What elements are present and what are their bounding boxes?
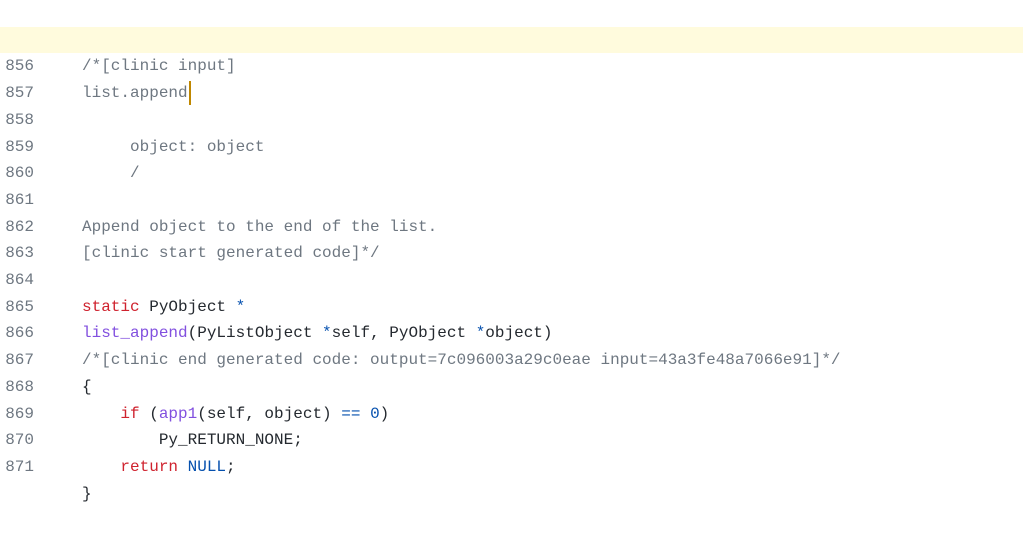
code-text: static PyObject * [82, 294, 245, 321]
code-line-current[interactable]: 856 list.append [0, 26, 1023, 105]
keyword-token: return [120, 457, 179, 476]
code-text: / [82, 164, 140, 183]
code-line[interactable]: 863 [0, 214, 1023, 262]
code-text: Append object to the end of the list. [82, 217, 438, 236]
line-number: 869 [5, 404, 34, 423]
line-number: 861 [5, 190, 34, 209]
line-number: 864 [5, 271, 34, 289]
code-text: object: object [82, 137, 265, 156]
function-token: app1 [158, 404, 198, 423]
line-number: 871 [5, 457, 34, 476]
type-token: PyObject [149, 297, 227, 316]
code-line[interactable]: 861 Append object to the end of the list… [0, 160, 1023, 236]
line-number: 865 [5, 297, 34, 316]
constant-token: NULL [187, 457, 227, 476]
code-line[interactable]: 858 object: object [0, 80, 1023, 156]
code-text: if (app1(self, object) == 0) [82, 401, 389, 428]
line-number: 862 [5, 217, 34, 236]
line-number: 859 [5, 137, 34, 156]
code-line[interactable]: 867 { [0, 320, 1023, 396]
line-number: 856 [5, 57, 34, 76]
code-text: [clinic start generated code]*/ [82, 244, 380, 263]
code-line[interactable]: 870 return NULL; [0, 401, 1023, 476]
line-number: 868 [5, 377, 34, 396]
operator-token: * [475, 324, 486, 343]
line-number: 863 [5, 244, 34, 263]
code-line[interactable]: 866 /*[clinic end generated code: output… [0, 294, 1023, 369]
operator-token: == [341, 404, 361, 423]
code-text-span: list.append [82, 84, 188, 103]
code-line[interactable]: 864 static PyObject * [0, 240, 1023, 316]
code-line[interactable]: 857 [0, 53, 1023, 102]
code-token: (PyListObject [187, 324, 323, 343]
code-viewer[interactable]: 855 /*[clinic input] 856 list.append 857… [0, 0, 1023, 503]
code-token: ) [379, 404, 390, 423]
keyword-token: if [120, 404, 140, 423]
code-token: object) [485, 324, 553, 343]
code-text: /*[clinic end generated code: output=7c0… [82, 351, 841, 370]
code-line[interactable]: 855 /*[clinic input] [0, 0, 1023, 76]
code-text: { [82, 377, 92, 396]
code-line[interactable]: 869 Py_RETURN_NONE; [0, 374, 1023, 450]
line-number: 867 [5, 351, 34, 370]
line-number: 866 [5, 324, 34, 343]
code-line[interactable]: 860 [0, 134, 1023, 182]
line-number: 870 [5, 431, 34, 450]
code-text: } [82, 484, 92, 503]
code-text: return NULL; [82, 454, 236, 481]
operator-token: * [322, 324, 332, 343]
code-line[interactable]: 871 } [0, 427, 1023, 503]
code-line[interactable]: 865 list_append(PyListObject *self, PyOb… [0, 267, 1023, 343]
indent-token [82, 458, 120, 476]
code-line[interactable]: 862 [clinic start generated code]*/ [0, 187, 1023, 263]
code-line[interactable]: 859 / [0, 107, 1023, 183]
code-token: ( [139, 404, 159, 423]
code-text: list.append [82, 80, 191, 107]
code-text: list_append(PyListObject *self, PyObject… [82, 320, 553, 347]
code-token: ; [226, 457, 236, 476]
number-token: 0 [370, 404, 380, 423]
operator-token: * [235, 297, 246, 316]
code-token [178, 458, 188, 476]
keyword-token: static [82, 297, 140, 316]
code-text: /*[clinic input] [82, 57, 236, 76]
text-cursor [188, 80, 191, 105]
function-token: list_append [82, 324, 188, 343]
line-number: 860 [5, 164, 34, 183]
code-text: Py_RETURN_NONE; [82, 431, 303, 450]
code-line[interactable]: 868 if (app1(self, object) == 0) [0, 347, 1023, 423]
code-token: (self, object) [197, 404, 342, 423]
line-number: 857 [5, 84, 34, 103]
code-token: self, PyObject [331, 324, 476, 343]
line-number: 858 [5, 110, 34, 129]
